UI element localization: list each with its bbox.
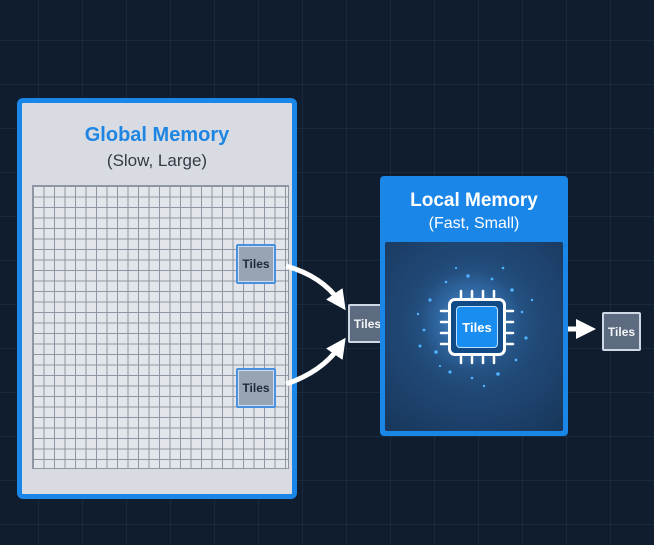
memory-grid — [32, 185, 289, 469]
arrow-top — [285, 263, 346, 311]
local-memory-subtitle: (Fast, Small) — [428, 215, 520, 232]
global-tile-top: Tiles — [236, 244, 276, 284]
chip-label: Tiles — [456, 306, 498, 348]
global-memory-subtitle: (Slow, Large) — [106, 151, 208, 170]
output-tile: Tiles — [602, 312, 641, 351]
global-memory-panel: Global Memory (Slow, Large) — [17, 98, 297, 499]
global-memory-title: Global Memory — [84, 124, 230, 146]
local-memory-title: Local Memory — [410, 190, 538, 211]
arrow-bottom — [285, 337, 346, 387]
global-tile-bottom: Tiles — [236, 368, 276, 408]
